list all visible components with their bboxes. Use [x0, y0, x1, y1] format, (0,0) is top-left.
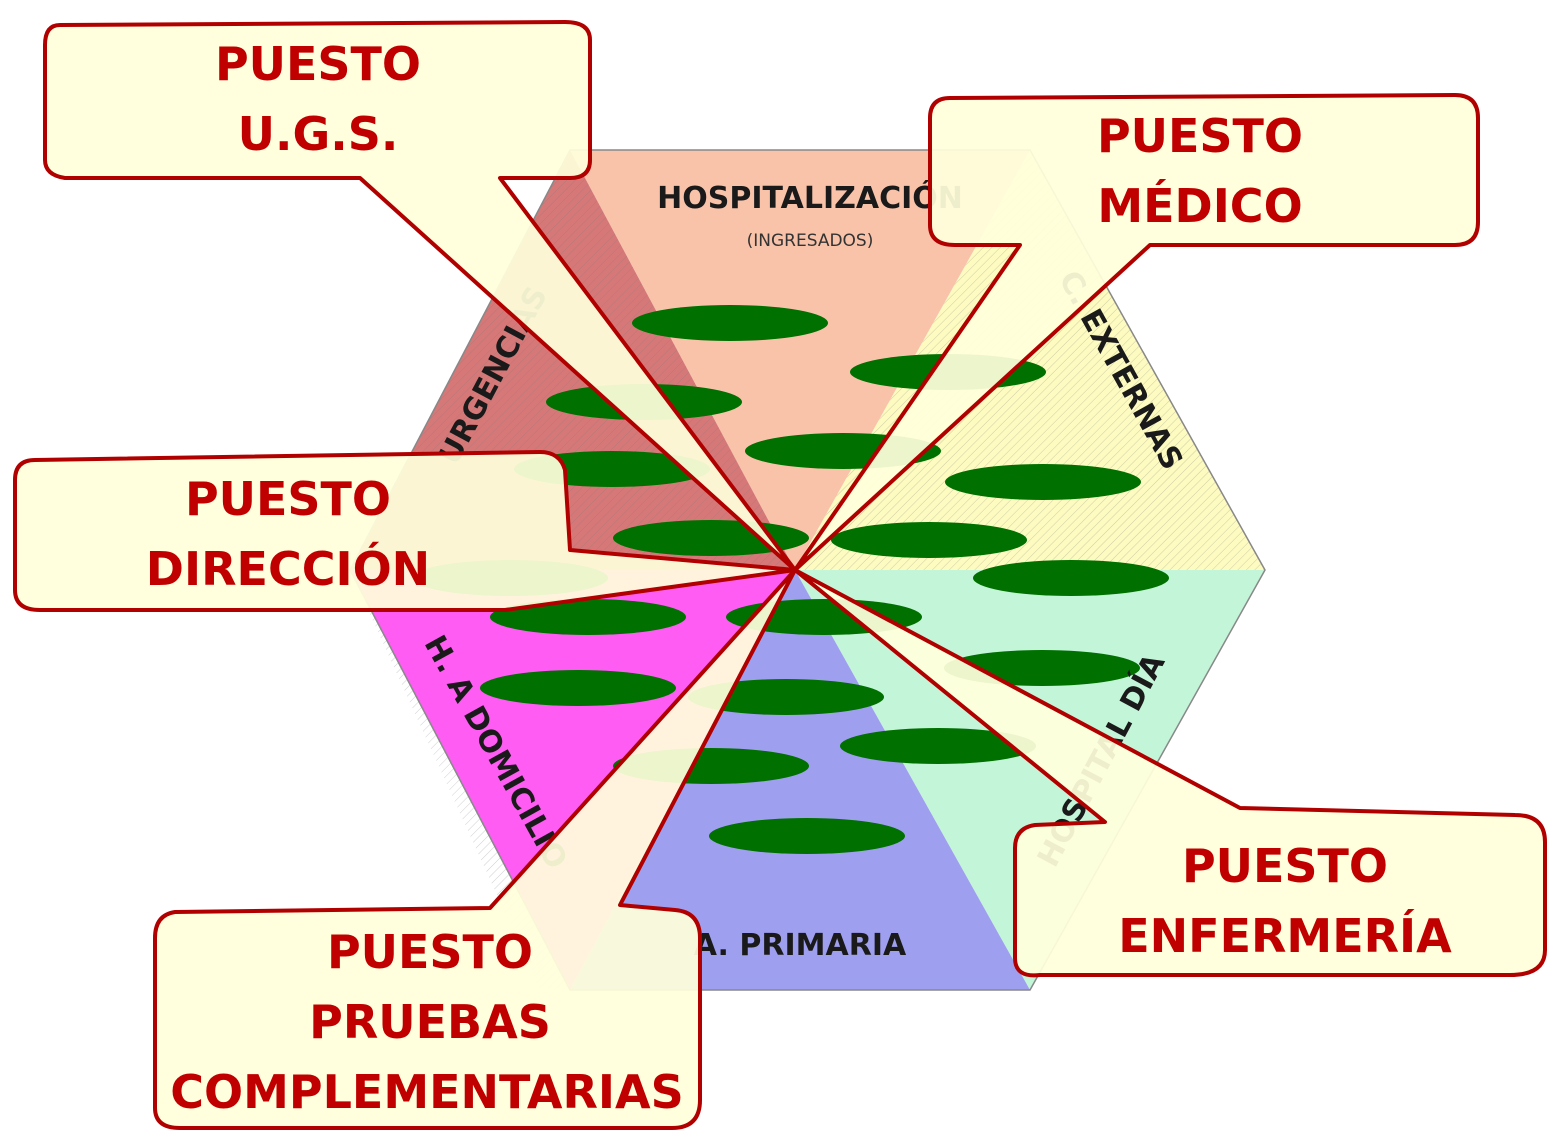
sector-hospital-dia [795, 570, 1265, 990]
workstation-ellipse [688, 679, 884, 715]
callout-bubble [793, 93, 1480, 572]
workstation-ellipse [973, 560, 1169, 596]
callout-line2: DIRECCIÓN [146, 542, 430, 596]
callout-bubble [13, 450, 797, 612]
callout-bubble [43, 20, 797, 572]
workstation-ellipse [480, 670, 676, 706]
callout-direccion: PUESTO DIRECCIÓN [13, 450, 797, 612]
workstation-ellipse [490, 599, 686, 635]
sector-hospitalizacion [570, 150, 1030, 570]
workstation-ellipse [831, 522, 1027, 558]
callout-line1: PUESTO [215, 37, 421, 91]
callout-line1: PUESTO [327, 925, 533, 979]
callout-line1: PUESTO [1097, 109, 1303, 163]
sector-label-hospitalizacion: HOSPITALIZACIÓN [657, 179, 963, 216]
callout-line2: MÉDICO [1097, 179, 1302, 233]
sector-sublabel-hospitalizacion: (INGRESADOS) [747, 231, 874, 251]
callout-line2: U.G.S. [238, 107, 399, 161]
callout-line2: ENFERMERÍA [1118, 909, 1452, 963]
workstation-ellipse [945, 464, 1141, 500]
sector-a-primaria [570, 570, 1030, 990]
callout-line1: PUESTO [185, 472, 391, 526]
callout-line3: COMPLEMENTARIAS [170, 1065, 683, 1119]
sector-label-a-primaria: A. PRIMARIA [694, 928, 907, 963]
callout-enfermeria: PUESTO ENFERMERÍA [793, 568, 1547, 978]
callout-pruebas: PUESTO PRUEBAS COMPLEMENTARIAS [153, 568, 797, 1130]
workstation-ellipse [840, 728, 1036, 764]
workstation-ellipse [709, 818, 905, 854]
workstation-ellipse [632, 305, 828, 341]
callout-line1: PUESTO [1182, 839, 1388, 893]
sector-h-domicilio [350, 570, 795, 990]
callout-bubble [153, 568, 797, 1130]
callout-ugs: PUESTO U.G.S. [43, 20, 797, 572]
callout-bubble [793, 568, 1547, 978]
callout-medico: PUESTO MÉDICO [793, 93, 1480, 572]
callout-line2: PRUEBAS [309, 995, 551, 1049]
